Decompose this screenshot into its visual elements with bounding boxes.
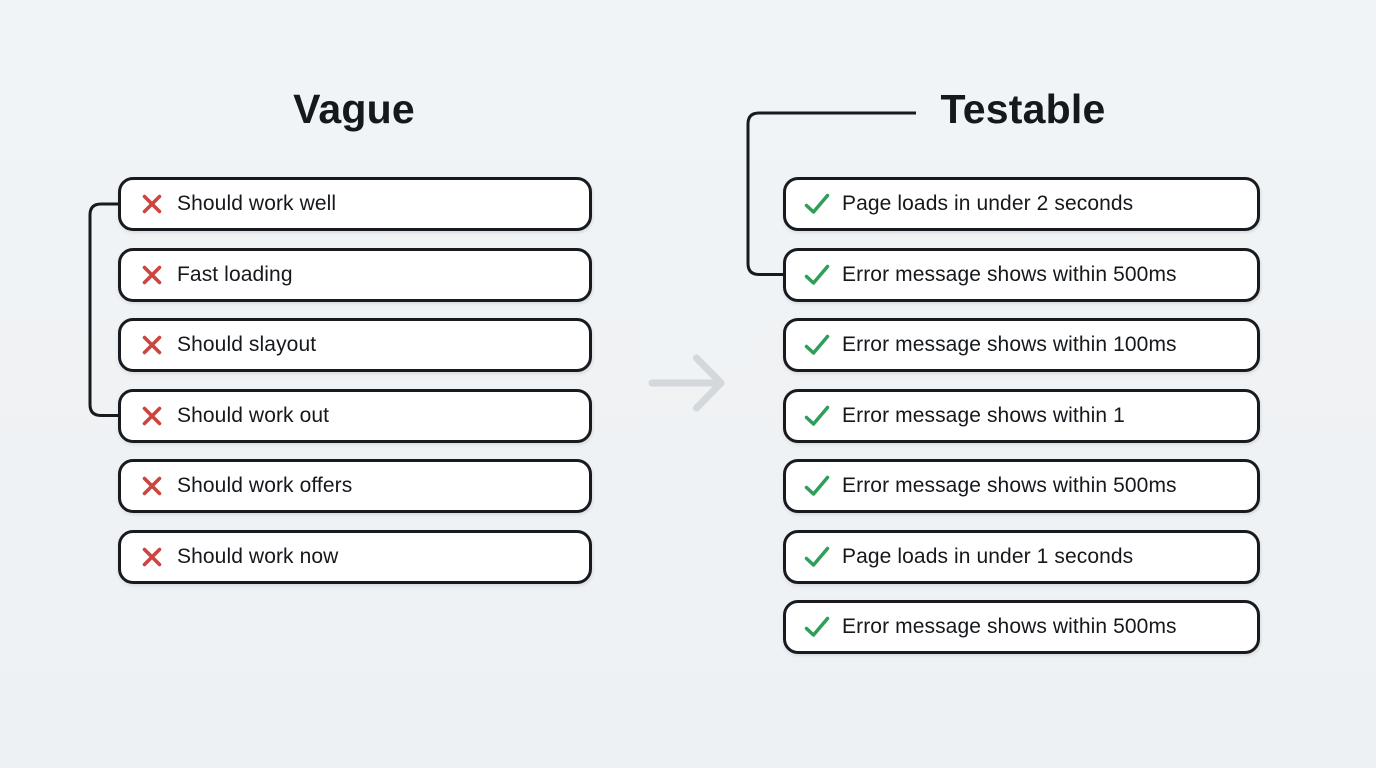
x-icon [138, 193, 165, 215]
check-icon [803, 405, 830, 427]
check-icon [803, 334, 830, 356]
vague-title: Vague [293, 86, 415, 132]
check-icon [803, 546, 830, 568]
testable-card-label: Page loads in under 1 seconds [842, 544, 1134, 568]
testable-title: Testable [940, 86, 1106, 132]
check-icon [803, 475, 830, 497]
check-icon [803, 616, 830, 638]
vague-card-label: Should work well [177, 192, 337, 215]
testable-card-label: Page loads in under 2 seconds [842, 192, 1134, 215]
testable-card-5: Error message shows within 500ms [783, 459, 1260, 513]
right-arrow-icon [648, 354, 725, 412]
testable-card-label: Error message shows within 100ms [842, 333, 1177, 356]
testable-card-1: Page loads in under 2 seconds [783, 177, 1260, 231]
testable-card-6: Page loads in under 1 seconds [783, 529, 1260, 584]
testable-card-3: Error message shows within 100ms [783, 318, 1260, 372]
testable-card-2: Error message shows within 500ms [783, 247, 1260, 302]
testable-card-label: Error message shows within 1 [842, 403, 1125, 427]
vague-card-label: Should work now [177, 544, 339, 568]
testable-card-label: Error message shows within 500ms [842, 615, 1177, 638]
x-icon [138, 334, 165, 356]
vague-card-3: Should slayout [118, 318, 592, 372]
left-bracket-connector [88, 202, 118, 417]
vague-card-4: Should work out [118, 388, 592, 443]
testable-column: Page loads in under 2 seconds Error mess… [783, 177, 1260, 654]
vague-card-5: Should work offers [118, 459, 592, 513]
testable-card-label: Error message shows within 500ms [842, 474, 1177, 497]
x-icon [138, 264, 165, 286]
vague-card-label: Should work offers [177, 474, 353, 497]
vague-column: Should work well Fast loading Should sla… [118, 177, 592, 584]
vague-card-label: Fast loading [177, 262, 293, 286]
testable-card-label: Error message shows within 500ms [842, 262, 1177, 286]
vague-card-2: Fast loading [118, 247, 592, 302]
testable-card-4: Error message shows within 1 [783, 388, 1260, 443]
x-icon [138, 546, 165, 568]
check-icon [803, 193, 830, 215]
x-icon [138, 405, 165, 427]
x-icon [138, 475, 165, 497]
vague-card-label: Should slayout [177, 333, 317, 356]
testable-card-7: Error message shows within 500ms [783, 600, 1260, 654]
check-icon [803, 264, 830, 286]
vague-card-6: Should work now [118, 529, 592, 584]
vague-card-label: Should work out [177, 403, 330, 427]
vague-card-1: Should work well [118, 177, 592, 231]
